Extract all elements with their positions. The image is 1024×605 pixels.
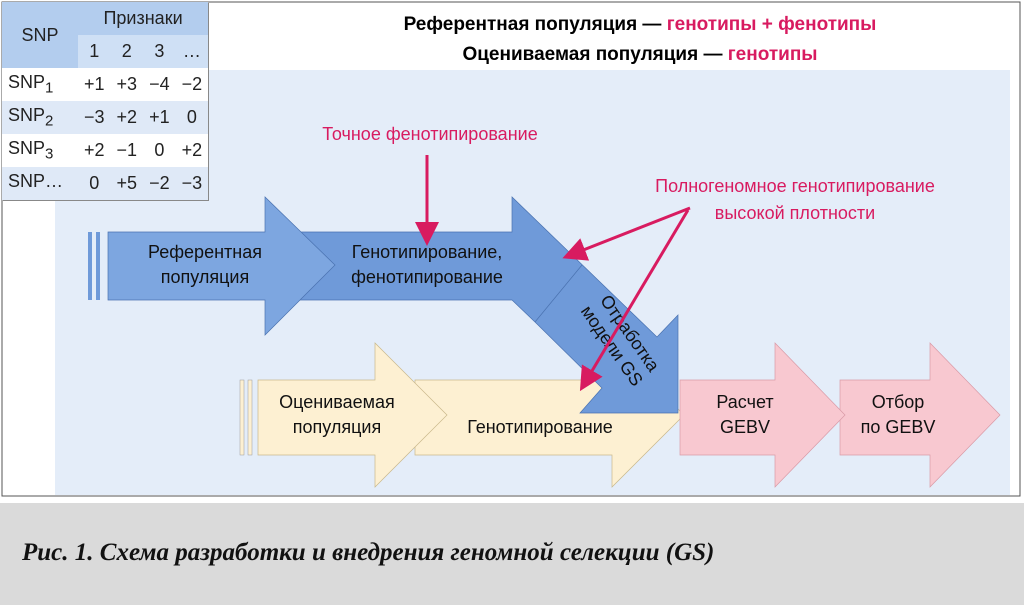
hd-genotyping-label-2: высокой плотности: [715, 203, 875, 223]
cell: +2: [110, 101, 144, 134]
arrow-gebv: [679, 342, 846, 488]
genotyping-label: Генотипирование: [467, 417, 613, 437]
table-row: SNP1 +1 +3 −4 −2: [2, 68, 208, 101]
trait-col: …: [175, 35, 209, 68]
cell: −2: [181, 74, 203, 94]
snp-name: SNP: [8, 105, 46, 126]
eval-pop-label-2: популяция: [293, 417, 381, 437]
trait-col: 3: [143, 35, 176, 68]
cell: +1: [143, 101, 176, 134]
figure-caption: Рис. 1. Схема разработки и внедрения ген…: [22, 539, 715, 566]
bar-icon: [88, 232, 92, 300]
cell: −3: [175, 167, 209, 200]
cell: +2: [84, 140, 105, 160]
snp-index: 2: [45, 112, 54, 130]
gebv-label-2: GEBV: [720, 417, 770, 437]
header-line-1: Референтная популяция — генотипы + фенот…: [404, 14, 877, 35]
snp-name: SNP: [8, 72, 46, 93]
geno-pheno-label: Генотипирование,: [352, 242, 503, 262]
table-row: SNP3 +2 −1 0 +2: [2, 134, 208, 167]
selection-label-2: по GEBV: [861, 417, 936, 437]
cell: 0: [154, 140, 165, 160]
cell: +3: [116, 74, 138, 94]
cell: −4: [149, 74, 170, 94]
snp-name: SNP…: [8, 171, 64, 192]
snp-header: SNP: [2, 2, 78, 68]
ref-pop-label: Референтная: [148, 242, 262, 262]
bar-icon: [247, 379, 253, 456]
gs-diagram: Референтная популяция — генотипы + фенот…: [1, 1, 1021, 497]
pointer-arrow: [579, 209, 690, 392]
geno-pheno-label-2: фенотипирование: [351, 267, 503, 287]
selection-label: Отбор: [872, 392, 925, 412]
pointer-arrow: [562, 206, 691, 261]
trait-col: 1: [78, 35, 111, 68]
cell: +5: [110, 167, 144, 200]
header-line-2: Оцениваемая популяция — генотипы: [462, 44, 817, 65]
cell: −2: [143, 167, 176, 200]
snp-index: 3: [45, 145, 54, 163]
cell: 0: [175, 101, 209, 134]
arrow-eval-population: [257, 342, 448, 488]
cell: 0: [78, 167, 111, 200]
cell: −3: [78, 101, 111, 134]
arrow-ref-population: [107, 196, 336, 336]
traits-header: Признаки: [78, 2, 209, 35]
snp-index: 1: [45, 79, 54, 97]
ref-pop-label-2: популяция: [161, 267, 249, 287]
eval-pop-label: Оцениваемая: [279, 392, 395, 412]
cell: +2: [181, 140, 203, 160]
trait-col: 2: [110, 35, 144, 68]
snp-name: SNP: [8, 138, 46, 159]
bar-icon: [239, 379, 245, 456]
table-row: SNP… 0+5−2−3: [2, 167, 209, 200]
bar-icon: [96, 232, 100, 300]
precise-phenotyping-label: Точное фенотипирование: [322, 124, 537, 144]
arrow-selection: [839, 342, 1001, 488]
divider: [534, 264, 583, 323]
gebv-label: Расчет: [716, 392, 773, 412]
hd-genotyping-label: Полногеномное генотипирование: [655, 176, 935, 196]
cell: −1: [116, 140, 138, 160]
cell: +1: [84, 74, 105, 94]
figure-caption-area: Рис. 1. Схема разработки и внедрения ген…: [0, 503, 1024, 605]
arrow-genotyping-phenotyping-model: [299, 196, 679, 414]
